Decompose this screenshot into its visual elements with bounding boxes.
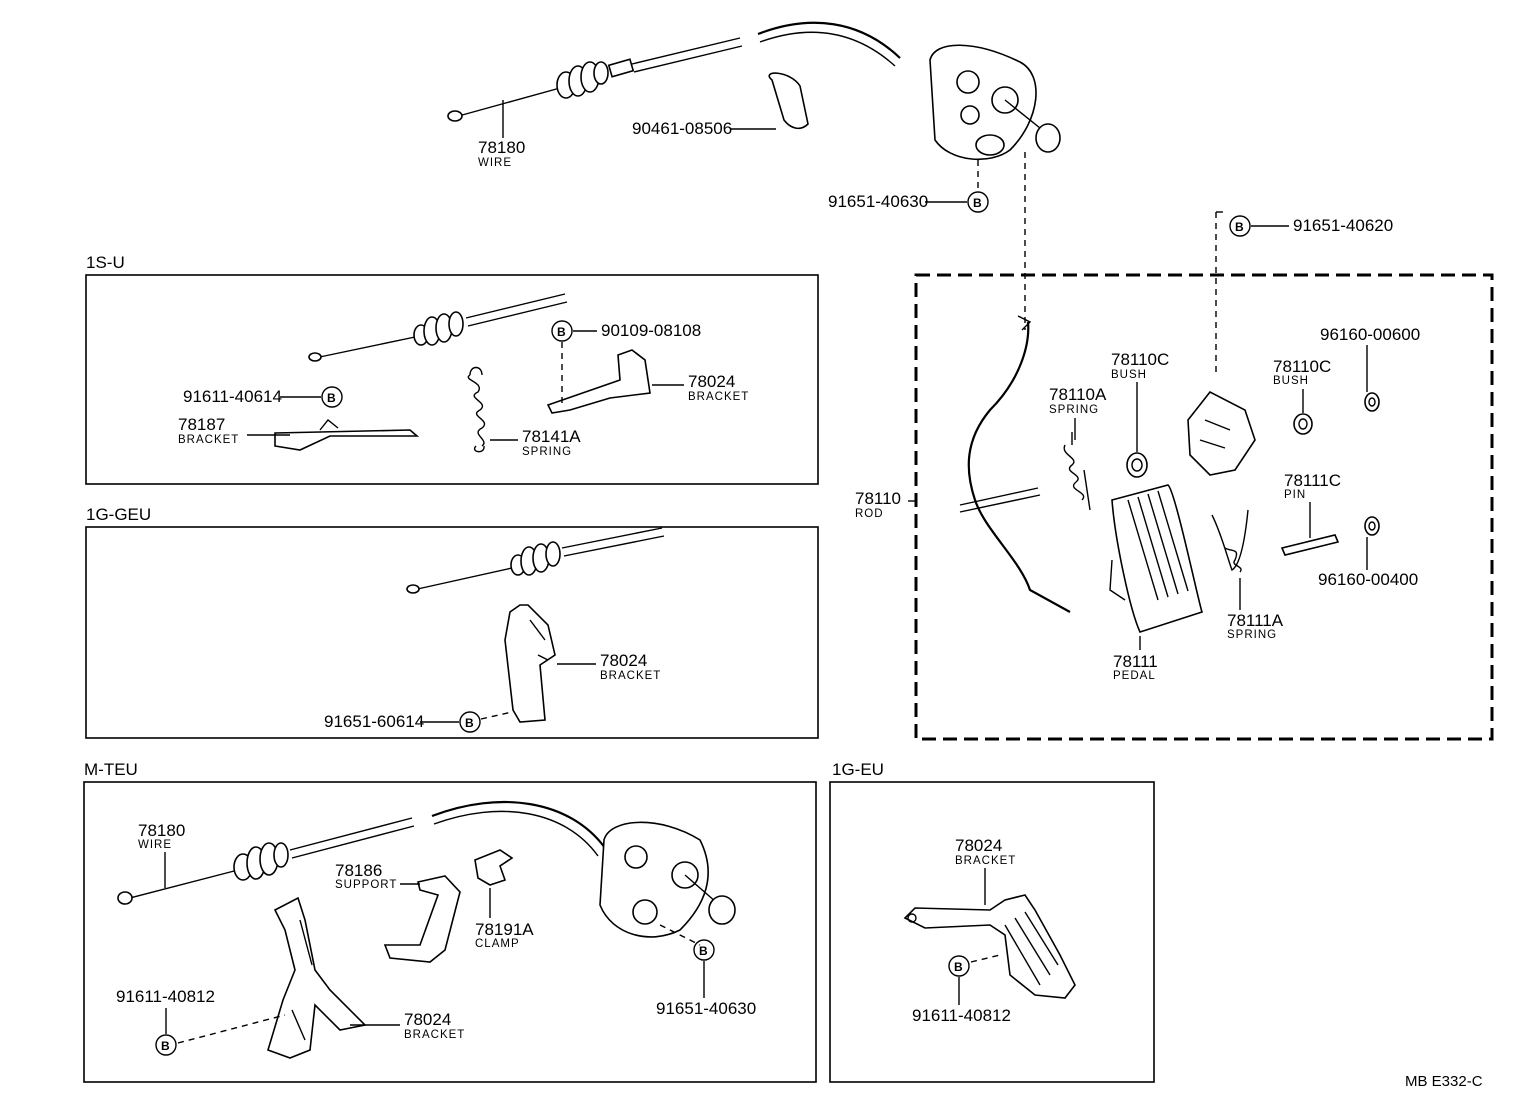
top-clip-number: 90461-08506 <box>632 119 732 138</box>
section-box-m-teu <box>83 781 817 1083</box>
ggeu-bracket-number: 78024 <box>600 651 647 670</box>
mteu-wire-name: WIRE <box>138 839 172 851</box>
su-wire-drawing <box>274 293 651 453</box>
mteu-drawing <box>117 800 736 1059</box>
mteu-bolt1-number: 91611-40812 <box>116 987 215 1006</box>
su-bracket2-number: 78187 <box>178 415 225 434</box>
geu-bracket-name: BRACKET <box>955 855 1016 867</box>
mteu-bolt1-letter: B <box>161 1039 170 1053</box>
geu-bolt-number: 91611-40812 <box>912 1006 1011 1025</box>
top-bolt-number: 91651-40630 <box>828 192 928 211</box>
su-bracket-name: BRACKET <box>688 391 749 403</box>
pedal-pin-name: PIN <box>1284 489 1306 501</box>
su-bolt1-symbol <box>551 320 573 342</box>
su-bolt1-letter: B <box>557 325 566 339</box>
top-wire-assembly <box>447 21 1061 330</box>
mteu-clamp-name: CLAMP <box>475 938 520 950</box>
mteu-bolt2-symbol <box>693 939 715 961</box>
top-bolt-letter: B <box>973 196 982 210</box>
diagram-code: MB E332-C <box>1405 1073 1483 1090</box>
pedal-rod-name: ROD <box>855 508 884 520</box>
pedal-rod-number: 78110 <box>855 489 901 508</box>
mteu-bracket-number: 78024 <box>404 1010 451 1029</box>
pedal-washer2-number: 96160-00400 <box>1318 570 1418 589</box>
top-wire-number: 78180 <box>478 138 525 157</box>
mteu-bolt2-letter: B <box>699 944 708 958</box>
geu-drawing <box>903 894 1076 999</box>
ggeu-bracket-name: BRACKET <box>600 670 661 682</box>
mteu-clamp-number: 78191A <box>475 920 534 939</box>
su-bracket-number: 78024 <box>688 372 735 391</box>
section-label-1g-eu: 1G-EU <box>832 760 884 779</box>
su-spring-number: 78141A <box>522 427 581 446</box>
ggeu-drawing <box>406 527 665 723</box>
section-box-1g-eu <box>829 781 1155 1083</box>
su-bracket2-name: BRACKET <box>178 434 239 446</box>
geu-bolt-letter: B <box>954 960 963 974</box>
pedal-bush1-name: BUSH <box>1111 369 1147 381</box>
mteu-bolt2-number: 91651-40630 <box>656 999 756 1018</box>
pedal-top-bolt-number: 91651-40620 <box>1293 216 1393 235</box>
su-bolt2-symbol <box>321 386 343 408</box>
pedal-spring2-number: 78111A <box>1227 611 1284 630</box>
section-box-1g-geu <box>85 526 819 739</box>
pedal-pedal-number: 78111 <box>1113 652 1158 671</box>
pedal-top-bolt-letter: B <box>1235 220 1244 234</box>
mteu-bracket-name: BRACKET <box>404 1029 465 1041</box>
pedal-spring2-name: SPRING <box>1227 629 1277 641</box>
pedal-pin-number: 78111C <box>1284 471 1341 490</box>
pedal-spring-name: SPRING <box>1049 404 1099 416</box>
pedal-pedal-name: PEDAL <box>1113 670 1156 682</box>
mteu-bolt1-symbol <box>155 1034 177 1056</box>
geu-bolt-symbol <box>948 955 970 977</box>
pedal-top-bolt-symbol <box>1229 215 1251 237</box>
ggeu-bolt-number: 91651-60614 <box>324 712 424 731</box>
section-label-1g-geu: 1G-GEU <box>86 505 151 524</box>
section-label-1s-u: 1S-U <box>86 253 125 272</box>
mteu-support-name: SUPPORT <box>335 879 397 891</box>
su-bolt1-number: 90109-08108 <box>601 321 701 340</box>
mteu-support-number: 78186 <box>335 861 382 880</box>
su-spring-name: SPRING <box>522 446 572 458</box>
ggeu-bolt-symbol <box>459 711 481 733</box>
ggeu-bolt-letter: B <box>465 716 474 730</box>
pedal-section-box <box>914 273 1494 741</box>
top-wire-name: WIRE <box>478 157 512 169</box>
pedal-spring-number: 78110A <box>1049 385 1107 404</box>
pedal-washer1-number: 96160-00600 <box>1320 325 1420 344</box>
su-bolt2-letter: B <box>327 391 336 405</box>
pedal-bush1-number: 78110C <box>1111 350 1169 369</box>
mteu-wire-number: 78180 <box>138 821 185 840</box>
pedal-drawing <box>959 211 1380 633</box>
section-box-1s-u <box>85 274 819 485</box>
top-bolt-symbol <box>967 191 989 213</box>
su-bolt2-number: 91611-40614 <box>183 387 282 406</box>
section-label-m-teu: M-TEU <box>84 760 138 779</box>
pedal-bush2-number: 78110C <box>1273 357 1331 376</box>
geu-bracket-number: 78024 <box>955 836 1002 855</box>
pedal-bush2-name: BUSH <box>1273 375 1309 387</box>
